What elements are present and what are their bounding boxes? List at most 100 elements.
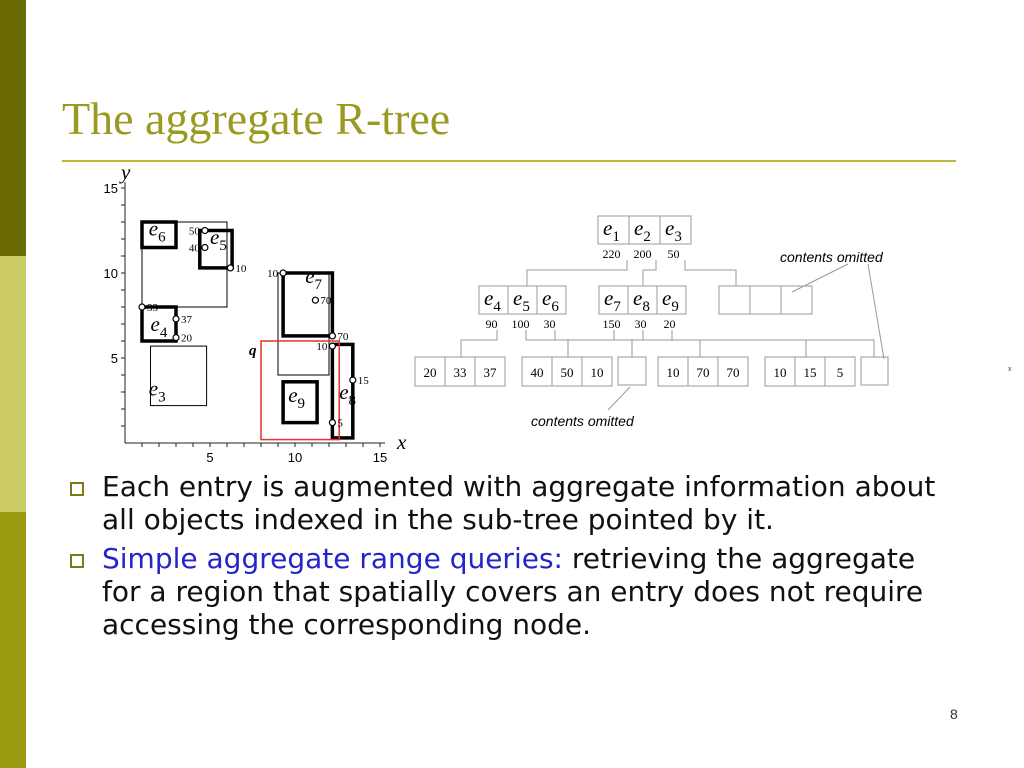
tree-link (460, 330, 498, 357)
entry-aggregate: 200 (634, 247, 652, 261)
bullet-highlight: Simple aggregate range queries: (102, 542, 563, 575)
leaf-value: 40 (531, 365, 544, 380)
entry-aggregate: 30 (635, 317, 647, 331)
mbr-e7 (281, 271, 335, 338)
leaf-value: 10 (591, 365, 604, 380)
entry-aggregate: 30 (544, 317, 556, 331)
point-value: 33 (147, 302, 159, 314)
mbr-e6 (140, 220, 178, 250)
leaf-value: 10 (774, 365, 787, 380)
leaf-node-n9 (860, 356, 889, 386)
square-bullet-icon (70, 554, 84, 568)
data-point (226, 264, 234, 272)
mbr-e3 (150, 345, 208, 407)
y-tick-label: 5 (111, 351, 118, 366)
title-underline (62, 160, 956, 162)
page-number: 8 (950, 706, 958, 722)
slide-title: The aggregate R-tree (62, 93, 451, 144)
tree-link (525, 330, 569, 357)
y-axis-label: y (119, 160, 131, 184)
mbr-label-e9: e9 (288, 383, 305, 412)
omitted-leaf-node (617, 356, 647, 386)
mbr-label-e3: e3 (149, 376, 166, 405)
leaf-value: 70 (697, 365, 710, 380)
bullet-item-range-queries: Simple aggregate range queries: retrievi… (70, 542, 950, 641)
bullet-list: Each entry is augmented with aggregate i… (70, 470, 950, 647)
y-tick-label: 10 (104, 266, 118, 281)
entry-aggregate: 20 (664, 317, 676, 331)
sidebar-strip-top (0, 0, 26, 256)
mbr-label-e4: e4 (151, 312, 168, 341)
tree-link (642, 330, 807, 357)
entry-aggregate: 50 (668, 247, 680, 261)
leaf-node-n8: 10 15 5 (764, 356, 856, 387)
data-point (201, 226, 209, 235)
leaf-value: 70 (727, 365, 740, 380)
data-point (201, 243, 209, 252)
leaf-value: 10 (667, 365, 680, 380)
data-point (172, 334, 180, 342)
data-point (328, 332, 336, 340)
y-tick-label: 15 (104, 181, 118, 196)
entry-aggregate: 220 (603, 247, 621, 261)
tree-link (526, 260, 628, 288)
mbr-label-e7: e7 (305, 264, 322, 293)
query-label: q (249, 343, 257, 359)
leaf-value: 33 (454, 365, 467, 380)
mbr-e4 (140, 305, 178, 343)
mbr-e8 (330, 342, 355, 440)
tree-link (642, 260, 657, 288)
leaf-node-n5: 40 50 10 (521, 356, 613, 387)
point-value: 40 (189, 243, 201, 255)
leaf-node-n7: 10 70 70 (657, 356, 749, 387)
point-value: 20 (181, 333, 193, 345)
leaf-value: 50 (561, 365, 574, 380)
square-bullet-icon (70, 482, 84, 496)
query-rectangle (260, 340, 340, 441)
leaf-value: 20 (424, 365, 437, 380)
point-value: 10 (267, 268, 279, 280)
mbr-e1 (141, 221, 228, 308)
data-point (279, 269, 287, 277)
leaf-value: 15 (804, 365, 817, 380)
sidebar-strip-bottom (0, 512, 26, 768)
mbr-e9 (281, 380, 319, 425)
x-tick-label: 10 (288, 450, 302, 465)
contents-omitted-label-top: contents omitted (780, 249, 884, 265)
bullet-text: Each entry is augmented with aggregate i… (102, 470, 936, 536)
point-value: 10 (235, 263, 247, 275)
leaf-value: 5 (837, 365, 844, 380)
stray-mark: x (1008, 366, 1012, 373)
tree-link (554, 330, 633, 357)
omitted-node-top (718, 285, 813, 315)
entry-aggregate: 90 (486, 317, 498, 331)
data-point (138, 303, 146, 311)
contents-omitted-label-bottom: contents omitted (531, 413, 635, 429)
point-value: 50 (189, 226, 201, 238)
sidebar-strip-middle (0, 256, 26, 512)
point-value: 70 (320, 295, 332, 307)
entry-aggregate: 100 (512, 317, 530, 331)
tree-link (671, 330, 875, 357)
annotation-pointer (607, 386, 631, 411)
x-tick-label: 5 (206, 450, 213, 465)
data-point (328, 342, 336, 350)
annotation-pointer (867, 263, 885, 360)
tree-link (684, 260, 737, 288)
x-tick-label: 15 (373, 450, 387, 465)
data-point (172, 315, 180, 323)
point-value: 10 (316, 341, 328, 353)
point-value: 5 (337, 418, 343, 430)
data-point (328, 419, 336, 427)
tree-link (613, 330, 701, 357)
bullet-item-aggregate-info: Each entry is augmented with aggregate i… (70, 470, 950, 536)
point-value: 37 (181, 314, 193, 326)
data-point (349, 376, 357, 384)
